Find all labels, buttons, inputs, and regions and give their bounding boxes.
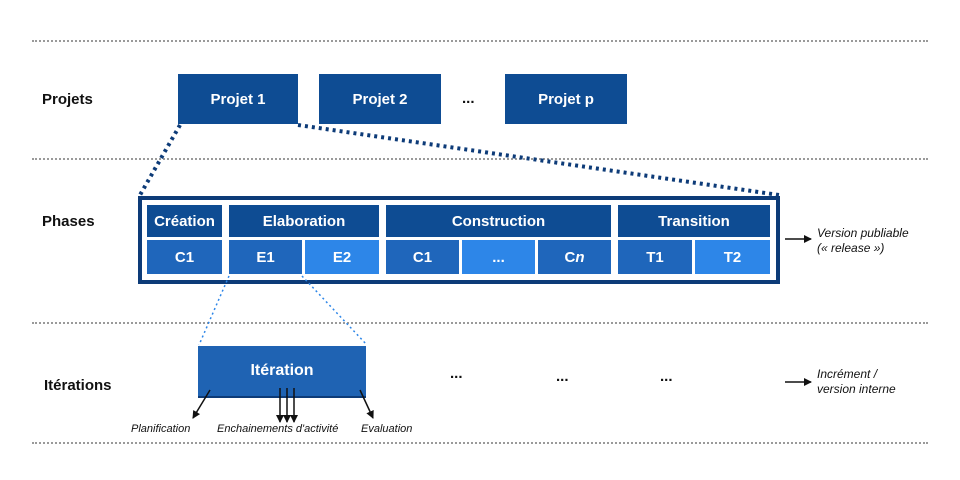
row-label-projects: Projets [42, 91, 93, 108]
separator-projects [32, 158, 928, 160]
iteration-e1: E1 [229, 240, 302, 274]
iteration-t1: T1 [618, 240, 692, 274]
project-1-box: Projet 1 [178, 74, 298, 124]
evaluation-arrow [359, 389, 374, 419]
iteration-cn-prefix: C [564, 248, 576, 266]
phase-elaboration: Elaboration [229, 205, 379, 237]
increment-note: Incrément / version interne [817, 367, 896, 397]
separator-bottom [32, 442, 928, 444]
separator-top [32, 40, 928, 42]
iterations-ellipsis-1: ... [450, 365, 463, 382]
caption-workflows: Enchainements d'activité [217, 423, 339, 435]
release-note-line1: Version publiable [817, 226, 909, 240]
phase-transition: Transition [618, 205, 770, 237]
iterations-ellipsis-3: ... [660, 368, 673, 385]
zoom-line-iteration-left [198, 275, 230, 346]
iteration-box: Itération [198, 346, 366, 396]
phase-construction: Construction [386, 205, 611, 237]
iteration-c1-creation: C1 [147, 240, 222, 274]
zoom-line-iteration-right [301, 275, 368, 346]
increment-note-line1: Incrément / [817, 367, 878, 381]
caption-evaluation: Evaluation [361, 423, 413, 435]
release-note: Version publiable (« release ») [817, 226, 909, 256]
iteration-t2: T2 [695, 240, 770, 274]
iteration-e2: E2 [305, 240, 379, 274]
iteration-cn-suffix: n [575, 248, 585, 266]
separator-phases [32, 322, 928, 324]
iteration-c1-construction: C1 [386, 240, 459, 274]
projects-ellipsis: ... [462, 90, 475, 107]
caption-planning: Planification [131, 423, 191, 435]
planning-arrow [192, 389, 211, 419]
iterations-ellipsis-2: ... [556, 368, 569, 385]
phase-creation: Création [147, 205, 222, 237]
row-label-phases: Phases [42, 213, 95, 230]
project-2-box: Projet 2 [319, 74, 441, 124]
increment-note-line2: version interne [817, 382, 896, 396]
project-p-box: Projet p [505, 74, 627, 124]
row-label-iterations: Itérations [44, 377, 112, 394]
zoom-line-project-left [138, 124, 182, 196]
iteration-c-ellipsis: ... [462, 240, 535, 274]
release-note-line2: (« release ») [817, 241, 885, 255]
zoom-line-project-right [297, 123, 780, 197]
